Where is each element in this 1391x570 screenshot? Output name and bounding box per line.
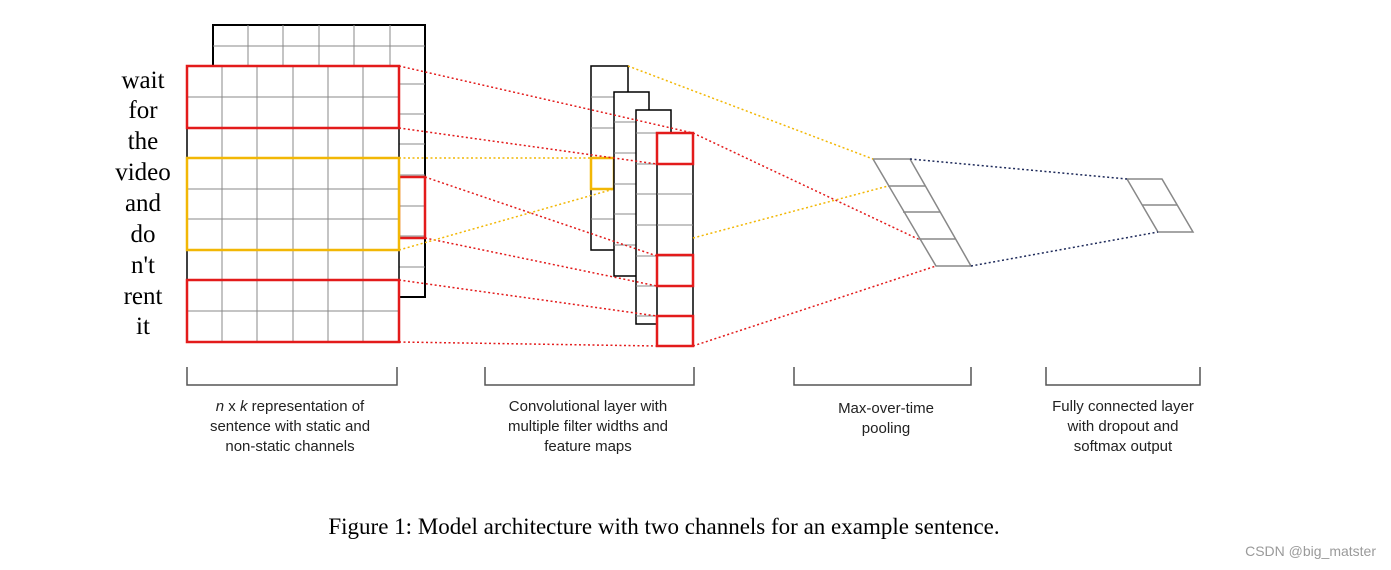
fc-label-line2: with dropout and	[1067, 418, 1179, 435]
word: the	[128, 128, 159, 155]
conv-label-line1: Convolutional layer with	[509, 398, 667, 415]
watermark: CSDN @big_matster	[1245, 543, 1376, 559]
bracket-conv	[484, 367, 695, 386]
word: rent	[124, 283, 163, 310]
conv-label-line3: feature maps	[544, 438, 632, 455]
pool-stage-label: Max-over-time pooling	[838, 400, 934, 437]
input-label-line2: sentence with static and	[210, 418, 370, 435]
label-k: k	[240, 398, 249, 415]
feature-map-4	[655, 131, 695, 348]
word: wait	[121, 67, 164, 94]
filter-region-red-top	[185, 64, 401, 130]
word: n't	[131, 252, 155, 279]
sentence-words: wait for the video and do n't rent it	[115, 67, 171, 340]
output-layer	[1125, 178, 1195, 233]
front-channel-matrix	[185, 64, 401, 344]
pool-to-fc-links	[909, 158, 1159, 267]
feature-maps	[589, 65, 695, 348]
label-n: n	[216, 398, 224, 415]
label-rest: representation of	[247, 398, 365, 415]
fc-label-line1: Fully connected layer	[1052, 398, 1194, 415]
pooling-vector	[871, 158, 973, 267]
input-label-line3: non-static channels	[225, 438, 354, 455]
word: video	[115, 159, 171, 186]
fc-label-line3: softmax output	[1074, 438, 1173, 455]
input-stage-label: n x k representation of sentence with st…	[210, 398, 370, 455]
filter-region-yellow	[185, 156, 401, 252]
word: and	[125, 190, 162, 217]
pool-label-line2: pooling	[862, 420, 910, 437]
label-x: x	[224, 398, 240, 415]
stage-brackets	[186, 367, 1201, 386]
svg-text:n x k representation of: n x k representation of	[216, 398, 365, 415]
word: for	[128, 97, 158, 124]
pool-label-line1: Max-over-time	[838, 400, 934, 417]
filter-region-red-bottom	[185, 278, 401, 344]
figure-caption: Figure 1: Model architecture with two ch…	[328, 514, 999, 539]
word: it	[136, 313, 150, 340]
bracket-input	[186, 367, 398, 386]
bracket-pool	[793, 367, 972, 386]
fc-stage-label: Fully connected layer with dropout and s…	[1052, 398, 1194, 455]
conv-to-pool-links	[627, 65, 937, 347]
input-to-conv-links	[398, 65, 694, 347]
bracket-fc	[1045, 367, 1201, 386]
word: do	[131, 221, 156, 248]
conv-label-line2: multiple filter widths and	[508, 418, 668, 435]
conv-stage-label: Convolutional layer with multiple filter…	[508, 398, 668, 455]
